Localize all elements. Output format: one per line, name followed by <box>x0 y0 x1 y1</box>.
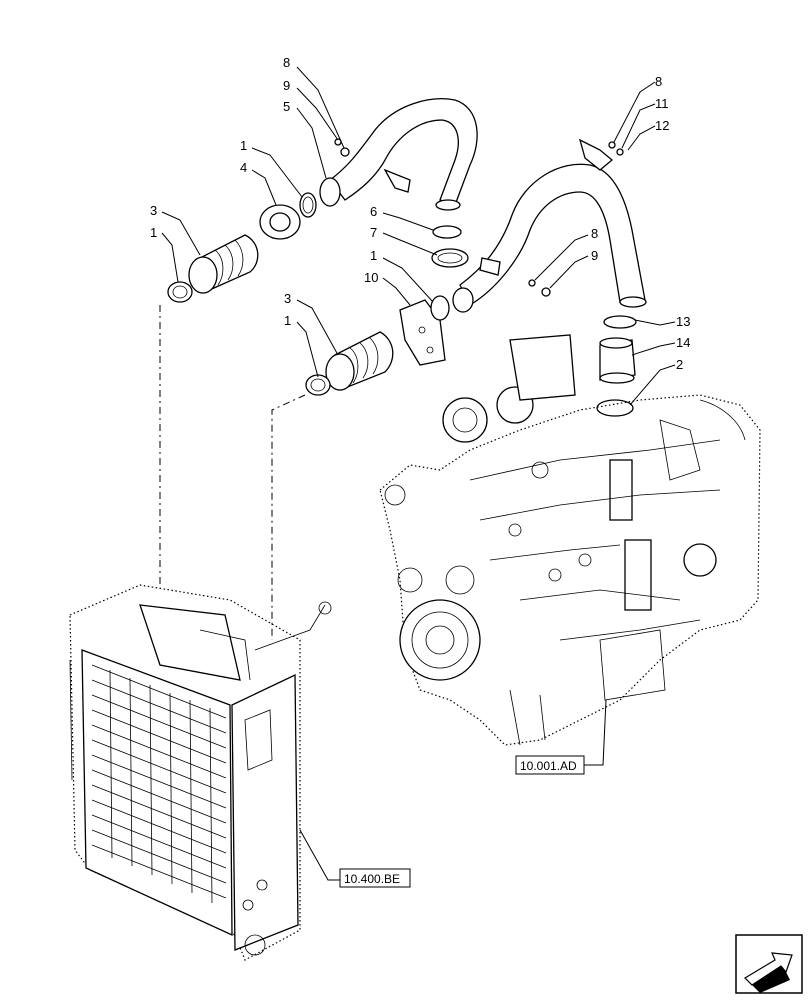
radiator-grille <box>91 664 227 904</box>
callout-3-upper: 3 <box>150 203 157 218</box>
callout-1-d: 1 <box>284 313 291 328</box>
clamp-1-left <box>167 281 193 303</box>
callout-1-a: 1 <box>240 138 247 153</box>
callout-5: 5 <box>283 99 290 114</box>
callout-9-top-left: 9 <box>283 78 290 93</box>
radiator-assembly <box>69 584 332 961</box>
callout-1-b: 1 <box>150 225 157 240</box>
radiator-reference-label: 10.400.BE <box>344 872 400 886</box>
bellows-3-lower <box>325 331 394 391</box>
next-page-arrow-icon[interactable] <box>735 934 803 994</box>
engine-reference[interactable]: 10.001.AD <box>515 755 585 775</box>
callout-7: 7 <box>370 225 377 240</box>
callout-12: 12 <box>655 118 669 133</box>
upper-left-hose <box>319 98 478 211</box>
nut-8-left <box>340 147 350 157</box>
o-ring-6 <box>432 225 462 239</box>
callout-9-mid: 9 <box>591 248 598 263</box>
clamp-2 <box>596 399 634 417</box>
nut-9-mid <box>541 287 551 297</box>
bellows-3-upper <box>188 234 259 294</box>
clamp-13 <box>603 315 637 329</box>
callout-numbers: 8 9 5 1 4 3 1 6 7 1 10 3 1 8 11 12 8 9 1… <box>150 55 690 372</box>
clamp-1-upper <box>299 192 317 218</box>
part-4-ring <box>259 204 301 240</box>
callout-14: 14 <box>676 335 690 350</box>
callout-1-c: 1 <box>370 248 377 263</box>
nut-11 <box>616 148 624 156</box>
clamp-7 <box>431 248 469 268</box>
clamp-1-lower <box>305 374 331 396</box>
clamp-1-mid <box>430 295 450 321</box>
callout-10: 10 <box>364 270 378 285</box>
nut-8-right <box>608 141 616 149</box>
callout-8-mid: 8 <box>591 226 598 241</box>
callout-6: 6 <box>370 204 377 219</box>
callout-8-top-right: 8 <box>655 74 662 89</box>
callout-13: 13 <box>676 314 690 329</box>
callout-3-lower: 3 <box>284 291 291 306</box>
radiator-reference[interactable]: 10.400.BE <box>339 868 411 888</box>
nut-8-mid <box>528 279 536 287</box>
callout-4: 4 <box>240 160 247 175</box>
flow-lines <box>159 305 306 640</box>
sleeve-14 <box>599 337 636 384</box>
callout-11: 11 <box>655 96 669 111</box>
engine-assembly <box>379 334 761 746</box>
callout-2: 2 <box>676 357 683 372</box>
engine-reference-label: 10.001.AD <box>520 759 577 773</box>
callout-8-top-left: 8 <box>283 55 290 70</box>
right-hose <box>452 138 647 313</box>
